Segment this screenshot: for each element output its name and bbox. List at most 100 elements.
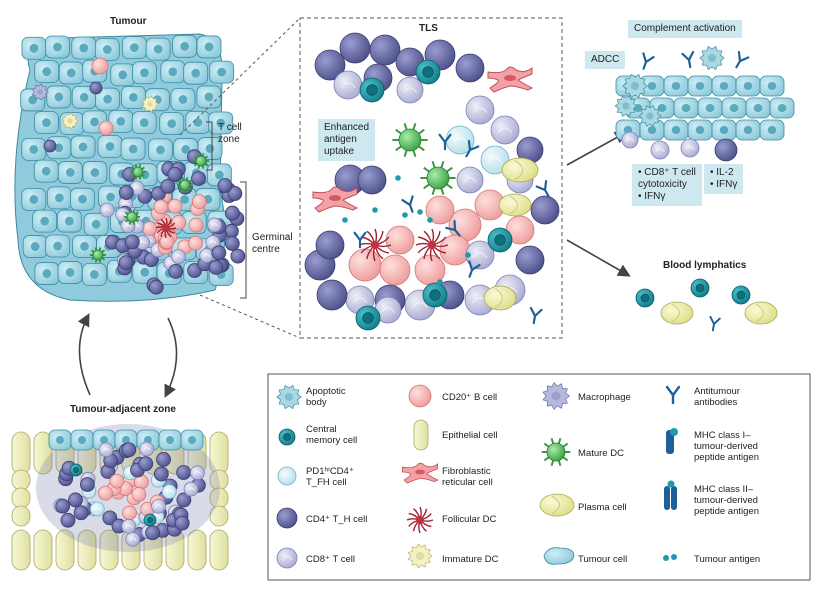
immature-dc xyxy=(61,112,79,130)
follicular-dc xyxy=(416,516,424,524)
epithelial-cell xyxy=(413,419,429,451)
epithelial-cell xyxy=(33,529,53,571)
epithelial-cell xyxy=(99,529,119,571)
plasma-cell xyxy=(483,285,517,311)
b-cell xyxy=(109,473,125,489)
cd8-cell xyxy=(98,442,114,458)
cd4-cell xyxy=(119,185,134,200)
fibroblastic-reticular-cell xyxy=(401,462,439,484)
legend-label-tumour-cell: Tumour cell xyxy=(578,554,628,565)
cd4-cell xyxy=(43,139,57,153)
legend-icons xyxy=(276,382,681,569)
cd8-cell xyxy=(680,138,700,158)
fibroblastic-reticular-cell xyxy=(312,186,359,213)
plasma-cell xyxy=(539,493,575,517)
legend-label-central-memory: Central memory cell xyxy=(306,424,358,446)
tumour-panel xyxy=(14,33,246,302)
il2-ifng-label: • IL-2 • IFNγ xyxy=(704,164,744,194)
b-cell xyxy=(379,254,411,286)
mature-dc xyxy=(132,166,144,178)
cd4-cell xyxy=(73,505,89,521)
epithelial-cell xyxy=(55,529,75,571)
legend-label-cd8: CD8⁺ T cell xyxy=(306,554,356,565)
zoom-line xyxy=(199,294,301,339)
cd8-cell xyxy=(171,249,186,265)
arrow-to-lymphatics xyxy=(566,239,631,277)
lymphoid-aggregate xyxy=(90,149,246,295)
tumour-antigen xyxy=(417,209,423,215)
cd4-cell xyxy=(174,515,190,531)
b-cell xyxy=(191,194,207,210)
arrow-to-complement xyxy=(566,131,628,166)
epithelial-cell xyxy=(33,431,53,475)
cd4-cell xyxy=(339,32,371,64)
mature-dc xyxy=(126,211,138,223)
tumour-antigen xyxy=(427,217,433,223)
cd4-cell xyxy=(138,456,154,472)
b-cell xyxy=(142,221,157,236)
cd8-cell xyxy=(139,441,155,457)
b-cell xyxy=(188,235,203,251)
cd4-cell xyxy=(168,264,184,279)
cd8-cell xyxy=(621,131,639,149)
apoptotic-body xyxy=(614,95,638,117)
plasma-cell xyxy=(660,301,694,325)
apoptotic-body xyxy=(622,73,648,99)
legend-label-cd20-b-cell: CD20⁺ B cell xyxy=(442,392,498,403)
germinal-centre-label: Germinal centre xyxy=(252,232,293,255)
cd8-cell xyxy=(125,531,141,547)
t-cell-zone-bracket xyxy=(206,121,213,171)
cd8-cell xyxy=(276,547,298,569)
blood-lymphatics-title: Blood lymphatics xyxy=(663,260,747,271)
cd8-cytotoxicity-label: • CD8⁺ T cell cytotoxicity • IFNγ xyxy=(632,164,702,206)
cd8-cell xyxy=(207,217,222,233)
epithelial-cell xyxy=(77,529,97,571)
cd4-cell xyxy=(208,260,224,275)
cd4-cell xyxy=(714,138,738,162)
cd4-cell xyxy=(124,234,140,250)
tumour-antigen xyxy=(437,279,443,285)
tumour-antigen xyxy=(342,217,348,223)
epithelial-cell xyxy=(11,529,31,571)
cd4-cell xyxy=(357,165,387,195)
legend-label-plasma: Plasma cell xyxy=(578,502,627,513)
cd4-cell xyxy=(217,178,233,193)
t-cell-zone-label: T cell zone xyxy=(218,122,242,145)
apoptotic-body xyxy=(699,45,725,71)
b-cell xyxy=(131,486,147,502)
antibody xyxy=(438,133,452,151)
legend-mhc-i xyxy=(666,430,674,454)
antibody xyxy=(401,195,414,213)
cd4-cell xyxy=(369,34,401,66)
cd4-cell xyxy=(176,492,192,508)
cd4-cell xyxy=(515,245,545,275)
cd8-cell xyxy=(151,498,166,514)
cd4-cell xyxy=(80,477,95,492)
tumour-antigen xyxy=(465,252,471,258)
arrow-to-adjacent xyxy=(164,317,178,398)
zoom-line xyxy=(179,17,301,136)
cd4-cell xyxy=(153,466,169,482)
legend-label-epithelial: Epithelial cell xyxy=(442,430,498,441)
tls-title: TLS xyxy=(419,23,438,34)
cd4-cell xyxy=(315,230,345,260)
cd4-cell xyxy=(224,205,240,221)
cd4-cell xyxy=(160,178,176,194)
cd8-cell xyxy=(183,481,199,497)
legend-label-tfh: PD1ʰⁱCD4⁺ T_FH cell xyxy=(306,466,354,488)
antibody xyxy=(709,315,721,332)
legend-label-mature-dc: Mature DC xyxy=(578,448,624,459)
mature-dc xyxy=(179,179,191,191)
mature-dc xyxy=(426,166,450,190)
tfh-cell xyxy=(161,484,177,499)
cd8-cell xyxy=(396,76,424,104)
cd4-cell xyxy=(187,263,202,278)
cd8-cell xyxy=(333,70,363,100)
epithelial-cell xyxy=(11,431,31,475)
epithelial-cell xyxy=(209,505,229,527)
cd8-cell xyxy=(199,248,215,263)
legend-label-antitumour-antibodies: Antitumour antibodies xyxy=(694,386,740,408)
b-cell xyxy=(98,120,114,136)
immature-dc xyxy=(141,95,159,113)
